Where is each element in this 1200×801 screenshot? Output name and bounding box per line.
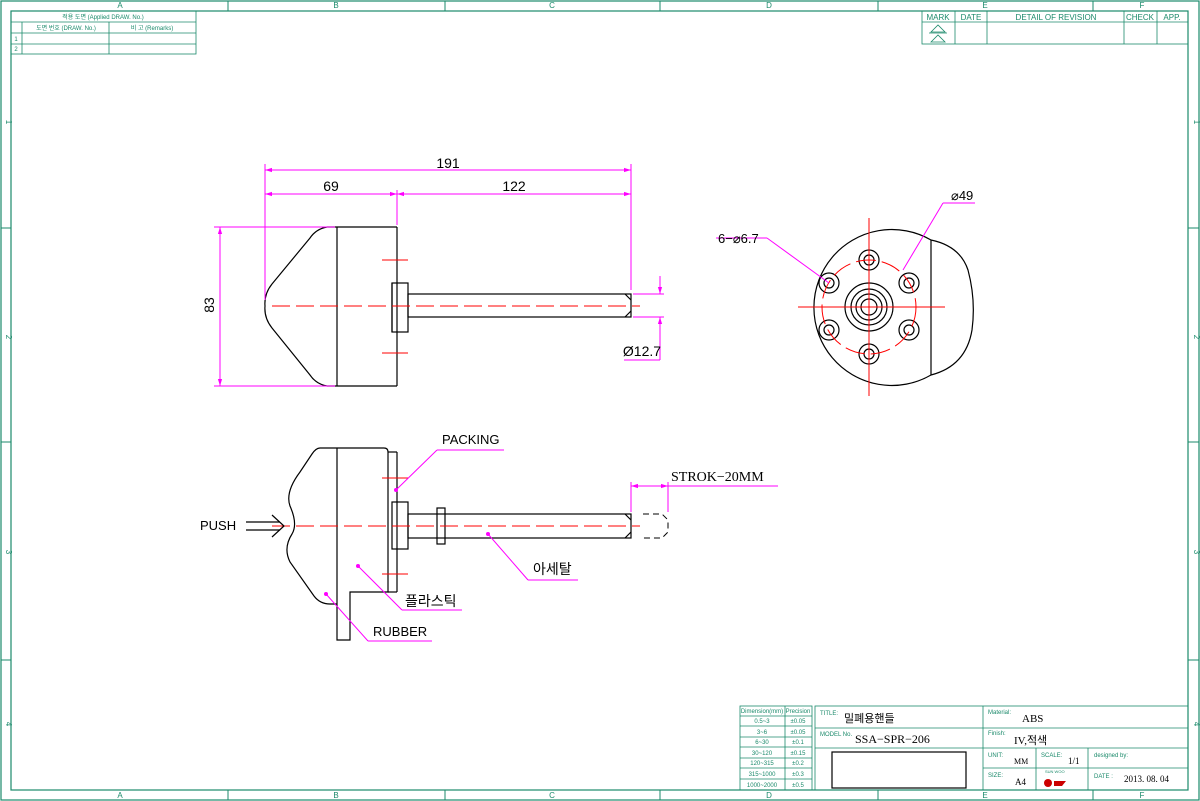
col-label-d: D <box>766 1 772 10</box>
applied-table-col2: 비 고 (Remarks) <box>131 24 173 32</box>
company-logo: SUN WOO <box>1044 769 1066 787</box>
finish-label: Finish: <box>988 731 1006 737</box>
dimension-height: 83 <box>201 297 217 313</box>
col-label-f: F <box>1140 1 1145 10</box>
callout-body-material: 플라스틱 <box>405 593 457 609</box>
revision-header-app: APP. <box>1163 13 1180 22</box>
tolerance-row5-prec: ±0.2 <box>792 761 804 767</box>
border-labels: A B C D E F A B C D E F 1 2 3 4 1 2 3 4 <box>4 1 1200 800</box>
col-label-b: B <box>333 1 338 10</box>
tolerance-row7-dim: 1000~2000 <box>747 783 778 789</box>
col-label-c: C <box>549 1 555 10</box>
tolerance-table: Dimension(mm) Precision 0.5~3 ±0.05 3~6 … <box>739 705 813 791</box>
applied-table-col1: 도면 번호 (DRAW. No.) <box>36 24 96 32</box>
row-label-1: 1 <box>4 120 13 125</box>
col-label-e: E <box>982 1 987 10</box>
title-block: TITLE: MODEL No. Material: Finish: UNIT:… <box>814 705 1189 791</box>
col-label-d-bottom: D <box>766 791 772 800</box>
applied-drawing-table: 적용 도면 (Applied DRAW. No.) 도면 번호 (DRAW. N… <box>10 10 197 55</box>
tolerance-row4-dim: 30~120 <box>752 751 773 757</box>
callout-rubber: RUBBER <box>373 624 427 639</box>
col-label-a: A <box>117 1 123 10</box>
tolerance-row4-prec: ±0.15 <box>791 751 807 757</box>
revision-header-detail: DETAIL OF REVISION <box>1016 13 1097 22</box>
dimension-shaft-diameter: Ø12.7 <box>623 343 661 359</box>
row-label-3-right: 3 <box>1192 550 1200 555</box>
model-value: SSA−SPR−206 <box>855 732 930 746</box>
date-label: DATE : <box>1094 774 1113 780</box>
col-label-b-bottom: B <box>333 791 338 800</box>
revision-header-check: CHECK <box>1126 13 1155 22</box>
applied-table-row2: 2 <box>14 47 18 53</box>
tolerance-row7-prec: ±0.5 <box>792 783 804 789</box>
section-view: PACKING STROK−20MM PUSH 아세탈 플라스틱 RUBBER <box>200 432 778 642</box>
tolerance-header-prec: Precision <box>786 709 811 715</box>
revision-header-date: DATE <box>961 13 982 22</box>
callout-shaft-material: 아세탈 <box>533 561 572 577</box>
col-label-e-bottom: E <box>982 791 987 800</box>
tolerance-row1-prec: ±0.05 <box>791 719 807 725</box>
material-value: ABS <box>1022 713 1043 725</box>
end-view: 6−⌀6.7 ⌀49 <box>716 188 975 396</box>
callout-packing: PACKING <box>442 432 500 447</box>
dimension-overall-length: 191 <box>436 155 460 171</box>
col-label-f-bottom: F <box>1140 791 1145 800</box>
revision-table: MARK DATE DETAIL OF REVISION CHECK APP. <box>921 10 1189 45</box>
tolerance-row2-prec: ±0.05 <box>791 730 807 736</box>
scale-label: SCALE: <box>1041 753 1063 759</box>
size-label: SIZE: <box>988 773 1003 779</box>
unit-label: UNIT: <box>988 753 1003 759</box>
unit-value: MM <box>1014 757 1028 766</box>
size-value: A4 <box>1015 777 1026 787</box>
row-label-4-right: 4 <box>1192 722 1200 727</box>
callout-stroke: STROK−20MM <box>671 470 764 485</box>
dimension-handle-length: 69 <box>323 178 339 194</box>
tolerance-row5-dim: 120~315 <box>750 761 774 767</box>
col-label-c-bottom: C <box>549 791 555 800</box>
row-label-1-right: 1 <box>1192 120 1200 125</box>
row-label-3: 3 <box>4 550 13 555</box>
finish-value: IV,적색 <box>1014 734 1047 747</box>
material-label: Material: <box>988 710 1011 716</box>
logo-text: SUN WOO <box>1045 769 1065 774</box>
title-label: TITLE: <box>820 711 838 717</box>
applied-table-row1: 1 <box>14 37 18 43</box>
date-value: 2013. 08. 04 <box>1124 774 1170 784</box>
tolerance-row3-dim: 6~30 <box>755 740 769 746</box>
tolerance-row1-dim: 0.5~3 <box>754 719 770 725</box>
applied-table-title: 적용 도면 (Applied DRAW. No.) <box>62 13 144 21</box>
tolerance-row3-prec: ±0.1 <box>792 740 804 746</box>
tolerance-row2-dim: 3~6 <box>757 730 768 736</box>
tolerance-row6-dim: 315~1000 <box>749 772 777 778</box>
front-view: 191 69 122 83 Ø12.7 <box>201 155 664 387</box>
dimension-flange-diameter: ⌀49 <box>951 188 973 203</box>
tolerance-row6-prec: ±0.3 <box>792 772 804 778</box>
callout-push: PUSH <box>200 518 236 533</box>
designed-label: designed by: <box>1094 753 1128 759</box>
row-label-4: 4 <box>4 722 13 727</box>
title-value: 밀폐용핸들 <box>844 712 895 725</box>
tolerance-header-dim: Dimension(mm) <box>741 709 783 715</box>
scale-value: 1/1 <box>1068 756 1080 766</box>
dimension-holes: 6−⌀6.7 <box>718 231 759 246</box>
model-label: MODEL No. <box>820 732 852 738</box>
dimension-shaft-length: 122 <box>502 178 526 194</box>
revision-header-mark: MARK <box>926 13 950 22</box>
row-label-2-right: 2 <box>1192 335 1200 340</box>
row-label-2: 2 <box>4 335 13 340</box>
col-label-a-bottom: A <box>117 791 123 800</box>
